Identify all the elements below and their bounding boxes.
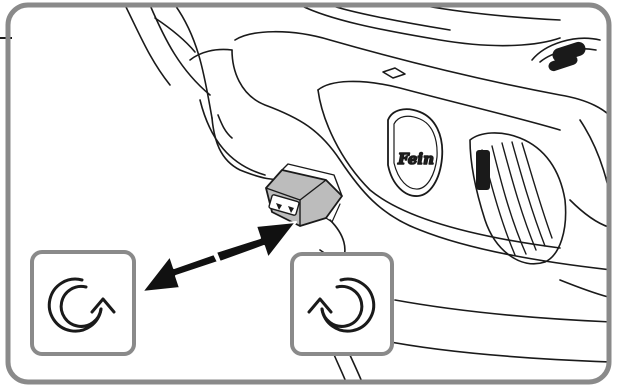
lower-line — [395, 300, 612, 322]
callout-clockwise — [32, 252, 134, 354]
arrow-insert-icon — [216, 222, 296, 262]
panel-inner — [318, 81, 560, 130]
lower-line — [380, 340, 612, 362]
body-line — [570, 200, 612, 228]
callout-counterclockwise — [292, 254, 392, 354]
switch-block — [266, 164, 342, 226]
fein-logo-icon: Fein — [388, 109, 442, 196]
housing-line — [300, 5, 560, 46]
housing-line — [190, 49, 232, 60]
housing-line — [150, 5, 210, 95]
housing-line — [125, 5, 170, 85]
housing-line — [330, 5, 450, 30]
fein-logo-text: Fein — [397, 150, 434, 168]
housing-line — [155, 18, 195, 52]
panel-inner — [318, 90, 560, 248]
arrow-remove-icon — [142, 254, 218, 292]
lower-line — [218, 115, 232, 138]
housing-line — [175, 5, 212, 118]
vent-dark — [476, 150, 490, 190]
body-line — [560, 280, 612, 298]
panel-clip — [383, 68, 405, 78]
